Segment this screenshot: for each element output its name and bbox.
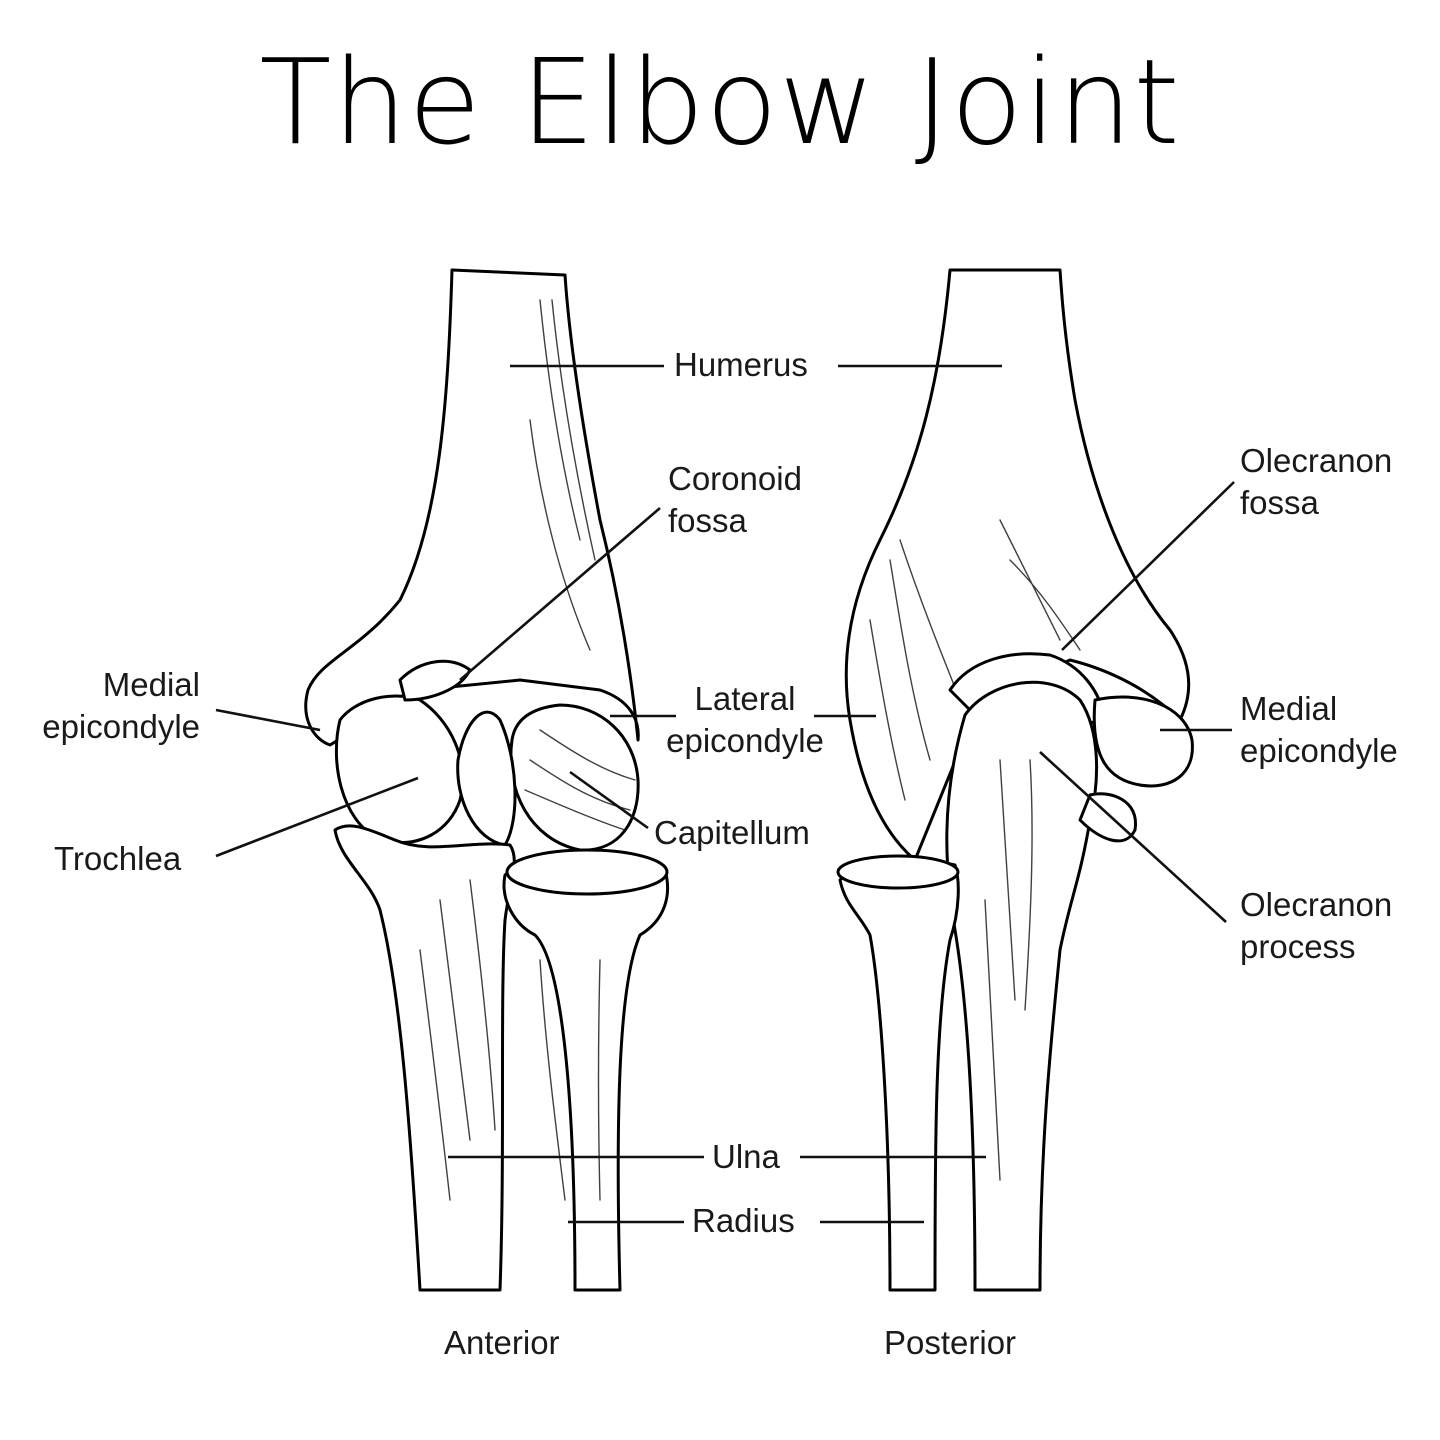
posterior-ulna	[945, 680, 1099, 1292]
label-humerus: Humerus	[674, 346, 808, 383]
label-coronoid-fossa: Coronoid fossa	[668, 460, 802, 539]
posterior-humerus	[844, 268, 1191, 862]
view-label-posterior: Posterior	[884, 1324, 1017, 1361]
label-olecranon-fossa: Olecranon fossa	[1240, 442, 1393, 521]
anterior-bones	[304, 268, 669, 1292]
label-capitellum: Capitellum	[654, 814, 810, 851]
label-olecranon-process: Olecranon process	[1240, 886, 1393, 965]
label-ulna: Ulna	[712, 1138, 780, 1175]
anterior-trochlea	[334, 694, 465, 845]
anterior-ulna	[333, 824, 516, 1292]
anterior-humerus	[304, 268, 640, 747]
posterior-radius	[838, 858, 960, 1292]
label-medial-epicondyle-posterior: Medial epicondyle	[1240, 690, 1398, 769]
anterior-radius	[502, 854, 669, 1292]
label-trochlea: Trochlea	[54, 840, 182, 877]
anterior-capitellum	[509, 703, 640, 852]
posterior-bones	[836, 268, 1194, 1292]
label-radius: Radius	[692, 1202, 795, 1239]
label-lateral-epicondyle: Lateral epicondyle	[666, 680, 824, 759]
view-label-anterior: Anterior	[444, 1324, 560, 1361]
diagram-title: The Elbow Joint	[259, 33, 1181, 171]
posterior-medial-epicondyle	[1092, 695, 1194, 788]
label-medial-epicondyle-anterior: Medial epicondyle	[42, 666, 200, 745]
leader-lines	[215, 364, 1235, 1224]
